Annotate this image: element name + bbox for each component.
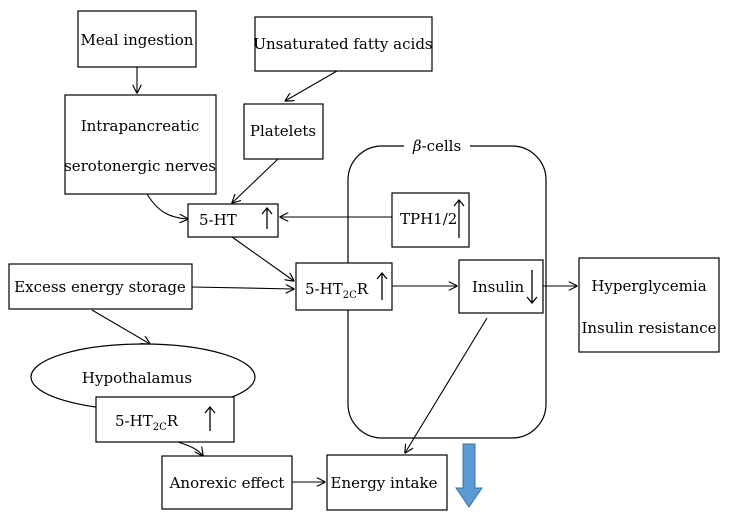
meal-ingestion-box bbox=[77, 10, 197, 68]
platelets-box bbox=[243, 103, 324, 160]
anorexic-effect-box bbox=[161, 455, 293, 510]
hypothalamus-label: Hypothalamus bbox=[82, 369, 192, 387]
hyperglycemia-label: Hyperglycemia bbox=[591, 277, 706, 295]
fatty-acids-box bbox=[254, 16, 433, 72]
hypothalamus-receptor-increase-icon bbox=[204, 405, 216, 431]
node-meal-ingestion: Meal ingestion bbox=[77, 10, 197, 68]
beta-cells-label: β-cells bbox=[412, 137, 461, 155]
node-hypothalamus: Hypothalamus bbox=[30, 343, 256, 411]
hypothalamus-receptor-label: 5-HT2CR bbox=[115, 412, 179, 433]
energy-intake-box bbox=[326, 454, 448, 511]
node-5ht2cr: 5-HT2CR bbox=[295, 262, 393, 311]
node-intrapancreatic-nerves: Intrapancreatic serotonergic nerves bbox=[64, 94, 217, 195]
tph-label: TPH1/2 bbox=[400, 210, 457, 228]
fatty-acids-label: Unsaturated fatty acids bbox=[253, 35, 432, 53]
hypothalamus-receptor-box bbox=[95, 396, 235, 443]
platelets-label: Platelets bbox=[250, 122, 316, 140]
edge-platelets-to-5ht bbox=[232, 158, 279, 203]
node-energy-intake: Energy intake bbox=[326, 454, 448, 511]
edge-intrapancreatic-to-5ht bbox=[146, 193, 188, 219]
excess-energy-label: Excess energy storage bbox=[14, 278, 186, 296]
5ht2cr-label: 5-HT2CR bbox=[305, 280, 369, 301]
meal-ingestion-label: Meal ingestion bbox=[81, 31, 194, 49]
node-5ht: 5-HT bbox=[187, 203, 279, 238]
edge-excess-to-hypothalamus bbox=[91, 309, 150, 344]
tph-increase-icon bbox=[453, 198, 465, 238]
tph-box bbox=[391, 192, 470, 248]
insulin-label: Insulin bbox=[472, 278, 525, 296]
edge-5ht-to-5ht2cr bbox=[231, 236, 294, 281]
edge-fatty-acids-to-platelets bbox=[285, 70, 338, 101]
edge-insulin-to-energy-intake bbox=[405, 317, 488, 453]
node-hypothalamus-receptor: 5-HT2CR bbox=[95, 396, 235, 443]
insulin-box bbox=[458, 259, 544, 314]
energy-intake-decrease-icon bbox=[455, 443, 483, 508]
anorexic-effect-label: Anorexic effect bbox=[169, 474, 285, 492]
energy-intake-label: Energy intake bbox=[331, 474, 438, 492]
5ht2cr-box bbox=[295, 262, 393, 311]
5ht-box bbox=[187, 203, 279, 238]
node-platelets: Platelets bbox=[243, 103, 324, 160]
node-insulin: Insulin bbox=[458, 259, 544, 314]
beta-cells-label-gap bbox=[404, 136, 470, 156]
intrapancreatic-label-line1: Intrapancreatic bbox=[81, 117, 200, 135]
excess-energy-box bbox=[8, 263, 193, 310]
intrapancreatic-label-line2: serotonergic nerves bbox=[64, 157, 216, 175]
5ht-increase-icon bbox=[261, 206, 273, 229]
5ht-label: 5-HT bbox=[199, 211, 237, 229]
connectors bbox=[91, 67, 577, 482]
hyperglycemia-box bbox=[578, 257, 720, 353]
5ht2cr-increase-icon bbox=[376, 271, 388, 300]
node-anorexic-effect: Anorexic effect bbox=[161, 455, 293, 510]
edge-receptor-to-anorexic bbox=[177, 441, 203, 456]
edge-excess-to-5ht2cr bbox=[191, 287, 294, 289]
node-tph: TPH1/2 bbox=[391, 192, 470, 248]
node-hyperglycemia: Hyperglycemia Insulin resistance bbox=[578, 257, 720, 353]
insulin-resistance-label: Insulin resistance bbox=[581, 319, 716, 337]
insulin-decrease-icon bbox=[526, 270, 538, 305]
node-excess-energy-storage: Excess energy storage bbox=[8, 263, 193, 310]
intrapancreatic-box bbox=[64, 94, 217, 195]
node-unsaturated-fatty-acids: Unsaturated fatty acids bbox=[253, 16, 433, 72]
